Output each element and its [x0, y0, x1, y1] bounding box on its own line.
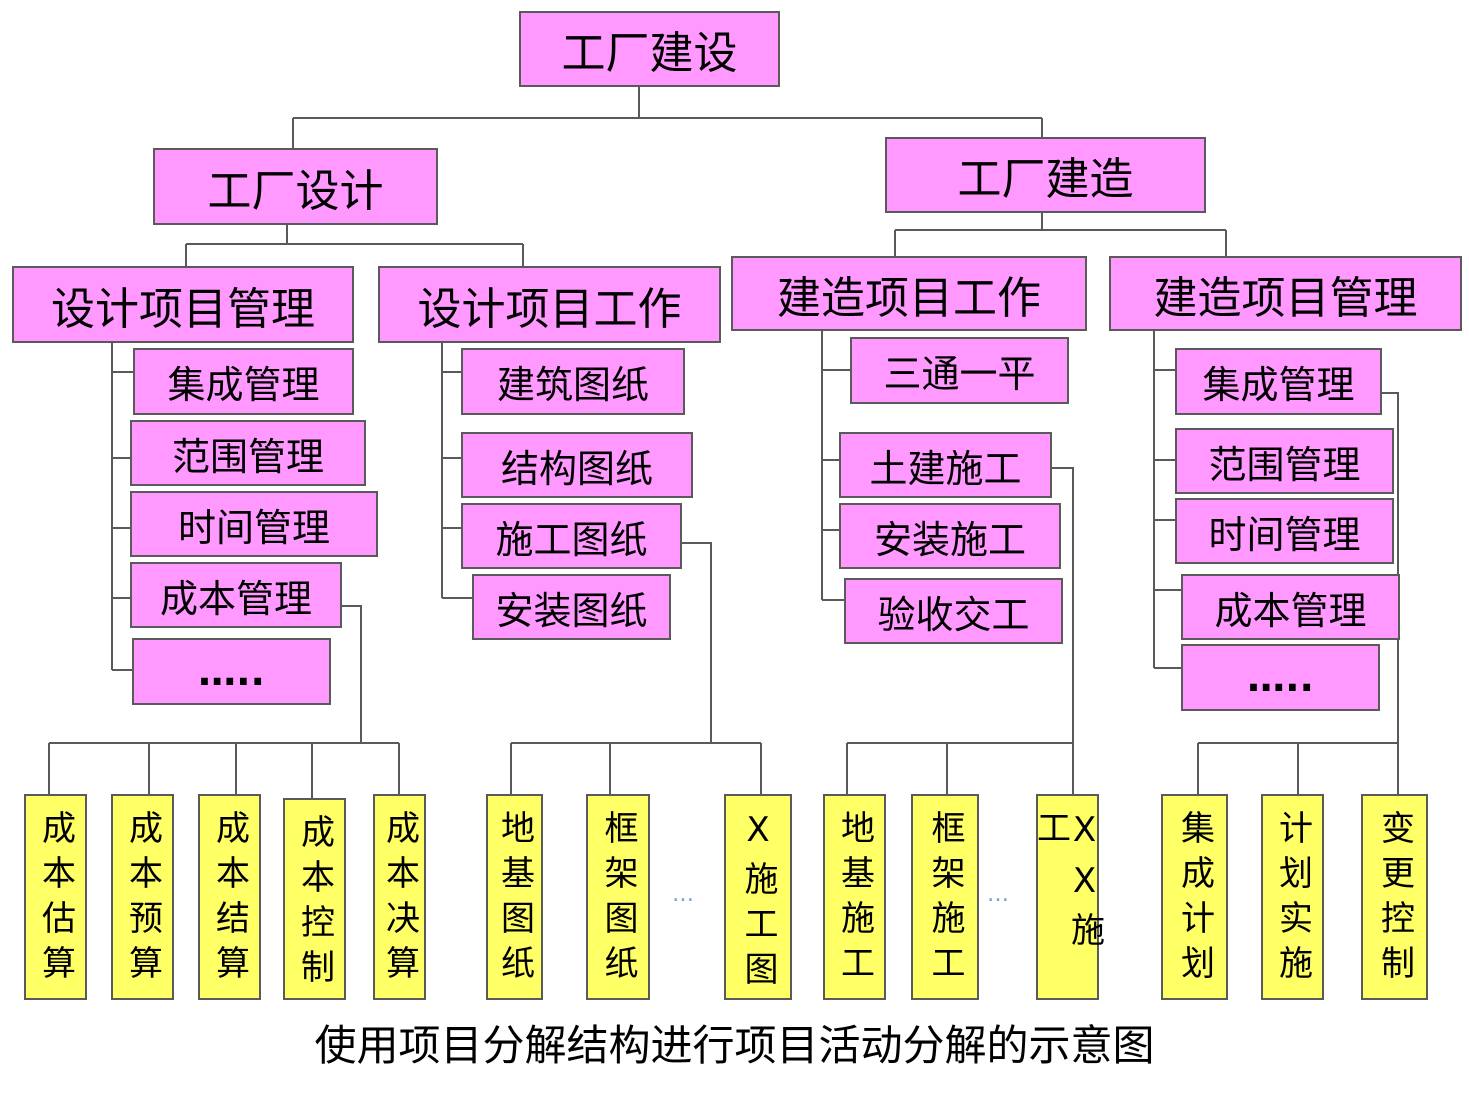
diagram-caption: 使用项目分解结构进行项目活动分解的示意图	[314, 1021, 1155, 1070]
design-mgmt-item: 成本管理	[130, 562, 342, 628]
build-mgmt-node: 建造项目管理	[1109, 256, 1462, 331]
mgmt-leaf: 集成计划	[1161, 794, 1228, 1000]
build-node: 工厂建造	[885, 137, 1206, 213]
drawing-leaf-label: 地基图纸	[494, 810, 535, 990]
cost-leaf: 成本估算	[24, 794, 87, 1000]
construction-leaf-label: XX施工	[1030, 810, 1105, 957]
cost-leaf-label: 成本预算	[122, 810, 163, 990]
drawing-leaf: X施工图	[724, 794, 792, 1000]
build-work-item: 土建施工	[839, 432, 1052, 498]
drawing-leaf: 框架图纸	[586, 794, 650, 1000]
cost-leaf: 成本控制	[283, 798, 346, 1000]
drawing-leaf: 地基图纸	[486, 794, 543, 1000]
build-work-item: 安装施工	[839, 503, 1061, 569]
root-node: 工厂建设	[519, 11, 780, 87]
mgmt-leaf-label: 计划实施	[1272, 810, 1313, 990]
mgmt-leaf-label: 变更控制	[1374, 810, 1415, 990]
build-mgmt-ellipsis: …..	[1181, 644, 1380, 711]
design-work-item: 施工图纸	[461, 503, 682, 569]
design-mgmt-item: 集成管理	[133, 348, 354, 415]
construction-ellipsis: …	[987, 882, 1009, 907]
build-mgmt-item: 成本管理	[1181, 574, 1400, 640]
build-mgmt-item: 范围管理	[1175, 428, 1394, 494]
cost-leaf-label: 成本控制	[294, 814, 335, 994]
design-mgmt-item: 范围管理	[130, 420, 366, 486]
cost-leaf-label: 成本决算	[379, 810, 420, 990]
design-work-item: 建筑图纸	[461, 348, 685, 415]
construction-leaf-label: 框架施工	[925, 810, 965, 990]
drawing-leaf-label: 框架图纸	[598, 810, 638, 990]
build-work-item: 验收交工	[844, 578, 1063, 644]
cost-leaf: 成本决算	[373, 794, 426, 1000]
construction-leaf: XX施工	[1030, 794, 1105, 1000]
design-work-item: 结构图纸	[461, 432, 693, 498]
cost-leaf-label: 成本结算	[209, 810, 250, 990]
cost-leaf: 成本结算	[198, 794, 261, 1000]
drawing-ellipsis: …	[672, 882, 694, 907]
cost-leaf-label: 成本估算	[35, 810, 76, 990]
design-work-item: 安装图纸	[472, 574, 671, 640]
mgmt-leaf: 变更控制	[1361, 794, 1428, 1000]
build-work-item: 三通一平	[850, 337, 1069, 404]
build-mgmt-item: 时间管理	[1175, 498, 1394, 564]
mgmt-leaf-label: 集成计划	[1174, 810, 1215, 990]
construction-leaf: 地基施工	[823, 794, 886, 1000]
construction-leaf: 框架施工	[911, 794, 979, 1000]
design-work-node: 设计项目工作	[378, 266, 721, 343]
design-mgmt-item: 时间管理	[130, 491, 378, 557]
construction-leaf-label: 地基施工	[834, 810, 875, 990]
design-mgmt-ellipsis: …..	[132, 638, 331, 705]
build-mgmt-item: 集成管理	[1175, 348, 1382, 415]
cost-leaf: 成本预算	[111, 794, 174, 1000]
drawing-leaf-label: X施工图	[738, 810, 778, 996]
mgmt-leaf: 计划实施	[1261, 794, 1324, 1000]
design-node: 工厂设计	[153, 148, 438, 225]
design-mgmt-node: 设计项目管理	[12, 266, 354, 343]
build-work-node: 建造项目工作	[731, 256, 1087, 331]
